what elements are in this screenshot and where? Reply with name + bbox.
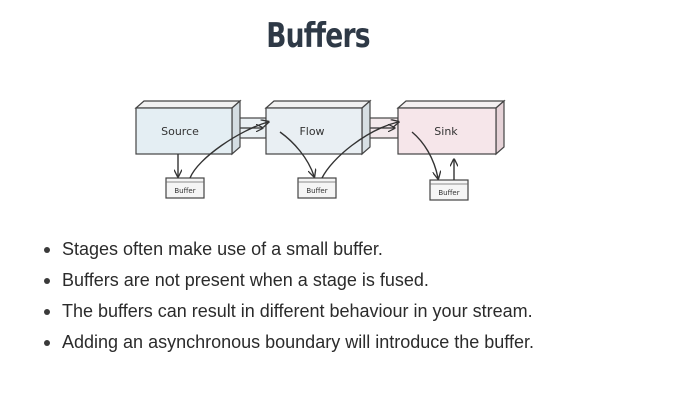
bullet-dot — [44, 247, 50, 253]
bullet-item: Stages often make use of a small buffer. — [40, 234, 660, 265]
flow-node: Flow — [264, 99, 372, 156]
bullet-text: Adding an asynchronous boundary will int… — [62, 332, 534, 352]
stream-diagram: Source Flow Sink Buffer Buffer — [120, 92, 520, 214]
bullet-dot — [44, 309, 50, 315]
source-buffer-label: Buffer — [174, 187, 195, 195]
bullet-item: Adding an asynchronous boundary will int… — [40, 327, 660, 358]
bullet-text: The buffers can result in different beha… — [62, 301, 533, 321]
sink-to-buffer-arrow — [411, 131, 438, 178]
bullet-item: Buffers are not present when a stage is … — [40, 265, 660, 296]
flow-buffer-label: Buffer — [306, 187, 327, 195]
buffer-to-sink-arrow — [321, 122, 398, 179]
sink-node: Sink — [396, 99, 506, 156]
bullet-text: Stages often make use of a small buffer. — [62, 239, 383, 259]
bullet-list: Stages often make use of a small buffer.… — [40, 234, 660, 358]
bullet-text: Buffers are not present when a stage is … — [62, 270, 429, 290]
bullet-dot — [44, 340, 50, 346]
bullet-item: The buffers can result in different beha… — [40, 296, 660, 327]
source-node: Source — [134, 99, 242, 156]
sink-buffer: Buffer — [429, 179, 469, 201]
sink-label: Sink — [434, 125, 458, 138]
buffer-to-flow-arrow — [189, 122, 268, 179]
source-label: Source — [161, 125, 199, 138]
bullet-dot — [44, 278, 50, 284]
flow-label: Flow — [299, 125, 324, 138]
flow-to-buffer-arrow — [279, 131, 314, 176]
flow-buffer: Buffer — [297, 177, 337, 199]
slide-title: Buffers — [266, 16, 370, 56]
sink-buffer-label: Buffer — [438, 189, 459, 197]
source-buffer: Buffer — [165, 177, 205, 199]
